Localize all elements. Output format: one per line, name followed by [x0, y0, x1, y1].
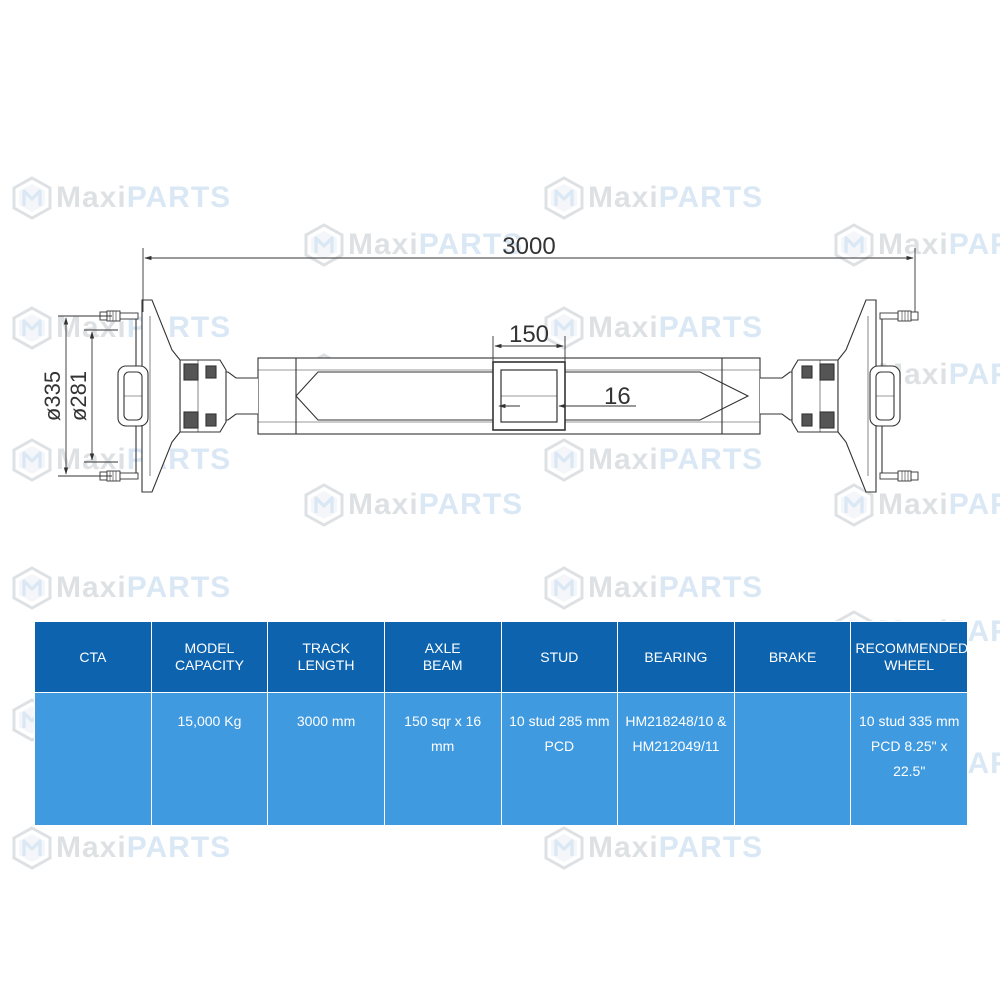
maxiparts-hexagon-m-icon [12, 566, 52, 610]
cell-recommended-wheel: 10 stud 335 mm PCD 8.25" x 22.5" [850, 692, 968, 826]
right-hub-assembly [760, 299, 919, 493]
maxiparts-watermark: MaxiPARTS [544, 176, 763, 220]
beam-cross-section [492, 361, 566, 431]
cell-text-line: mm [431, 738, 455, 754]
watermark-text: MaxiPARTS [588, 181, 764, 214]
maxiparts-hexagon-m-icon [544, 826, 584, 870]
header-text-line: STUD [540, 648, 579, 665]
cell-text-line: 10 stud 285 mm [509, 713, 610, 729]
watermark-text: MaxiPARTS [588, 831, 764, 864]
header-text-line: BEARING [644, 648, 708, 665]
beam-width-dimension-label: 150 [509, 321, 549, 348]
stud-pcd-dimension-label: ø281 [66, 371, 91, 421]
cell-text-line: 10 stud 335 mm [858, 713, 960, 729]
table-row: 15,000 Kg 3000 mm 150 sqr x 16 mm 10 stud 28… [34, 692, 968, 826]
header-text-line: TRACK [302, 640, 350, 656]
cell-axle-beam: 150 sqr x 16 mm [383, 692, 502, 826]
outer-diameter-dimension-label: ø335 [40, 371, 65, 421]
header-text-line: BRAKE [768, 648, 817, 665]
maxiparts-hexagon-m-icon [544, 566, 584, 610]
track-dimension-label: 3000 [502, 233, 555, 260]
watermark-text: MaxiPARTS [588, 571, 764, 604]
cell-text-line: HM212049/11 [632, 738, 720, 754]
cell-text-line: 150 sqr x 16 [404, 713, 482, 729]
wall-thickness-dimension-label: 16 [604, 383, 631, 410]
cell-text-line: 15,000 Kg [177, 713, 242, 729]
maxiparts-hexagon-m-icon [12, 176, 52, 220]
header-text-line: CAPACITY [174, 657, 244, 673]
maxiparts-hexagon-m-icon [12, 826, 52, 870]
header-text-line: BEAM [422, 657, 463, 673]
header-cta: CTA [34, 621, 152, 693]
maxiparts-watermark: MaxiPARTS [12, 566, 231, 610]
cell-text-line: PCD [544, 738, 575, 754]
cell-cta [34, 692, 152, 826]
header-stud: STUD [500, 621, 619, 693]
cell-brake [733, 692, 852, 826]
left-hub-assembly [99, 299, 258, 493]
cell-track-length: 3000 mm [267, 692, 385, 826]
header-text-line: LENGTH [297, 657, 355, 673]
cell-bearing: HM218248/10 & HM212049/11 [617, 692, 735, 826]
cell-text-line: HM218248/10 & [625, 713, 727, 729]
cell-text-line: 3000 mm [296, 713, 356, 729]
watermark-text: MaxiPARTS [56, 831, 232, 864]
header-text-line: AXLE [424, 640, 461, 656]
header-bearing: BEARING [617, 621, 735, 693]
header-brake: BRAKE [733, 621, 852, 693]
header-text-line: CTA [79, 648, 107, 665]
cell-text-line: 22.5" [893, 763, 926, 779]
maxiparts-hexagon-m-icon [544, 176, 584, 220]
cell-model-capacity: 15,000 Kg [150, 692, 269, 826]
maxiparts-watermark: MaxiPARTS [544, 826, 763, 870]
maxiparts-watermark: MaxiPARTS [544, 566, 763, 610]
maxiparts-watermark: MaxiPARTS [12, 826, 231, 870]
header-text-line: MODEL [184, 640, 235, 656]
axle-drawing: 3000 150 16 ø335 ø281 [40, 233, 919, 493]
header-text-line: RECOMMENDED [855, 640, 969, 656]
header-text-line: WHEEL [884, 657, 935, 673]
maxiparts-watermark: MaxiPARTS [12, 176, 231, 220]
watermark-text: MaxiPARTS [56, 181, 232, 214]
watermark-text: MaxiPARTS [56, 571, 232, 604]
cell-stud: 10 stud 285 mm PCD [500, 692, 619, 826]
cell-text-line: PCD 8.25" x [870, 738, 948, 754]
